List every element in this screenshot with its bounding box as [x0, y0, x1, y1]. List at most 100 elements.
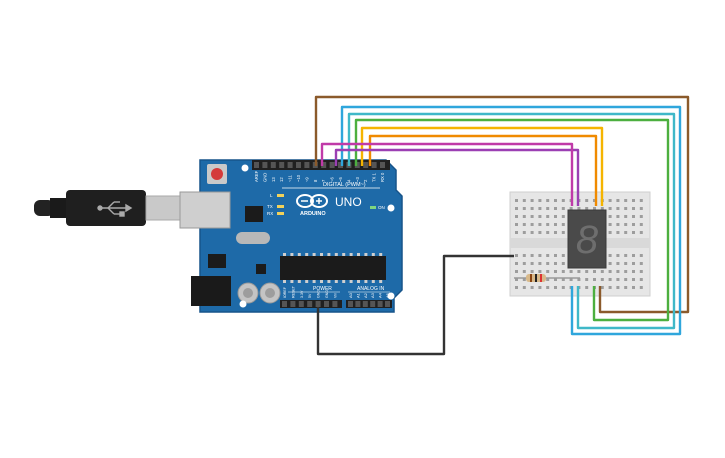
breadboard-hole[interactable]: [608, 215, 612, 218]
breadboard-hole[interactable]: [616, 215, 620, 218]
breadboard-hole[interactable]: [546, 231, 550, 234]
breadboard-hole[interactable]: [569, 278, 573, 281]
header-pin[interactable]: [296, 162, 301, 168]
breadboard-hole[interactable]: [585, 207, 589, 210]
wire[interactable]: [360, 126, 604, 206]
breadboard-hole[interactable]: [561, 270, 565, 273]
breadboard-hole[interactable]: [546, 215, 550, 218]
breadboard-hole[interactable]: [632, 231, 635, 234]
breadboard-hole[interactable]: [538, 231, 542, 234]
header-pin[interactable]: [304, 162, 310, 168]
wire[interactable]: [334, 148, 580, 206]
breadboard-hole[interactable]: [530, 254, 534, 257]
breadboard-hole[interactable]: [530, 199, 534, 202]
breadboard-hole[interactable]: [538, 262, 542, 265]
resistor[interactable]: [514, 274, 580, 282]
header-pin[interactable]: [355, 301, 361, 307]
breadboard-hole[interactable]: [561, 231, 565, 234]
breadboard-hole[interactable]: [538, 207, 542, 210]
wire[interactable]: [314, 95, 690, 314]
breadboard-hole[interactable]: [639, 262, 643, 265]
header-pin[interactable]: [332, 301, 338, 307]
breadboard-hole[interactable]: [632, 223, 635, 226]
header-pin[interactable]: [354, 162, 360, 168]
breadboard-hole[interactable]: [515, 215, 518, 218]
breadboard-hole[interactable]: [546, 270, 550, 273]
breadboard-hole[interactable]: [522, 262, 526, 265]
header-pin[interactable]: [385, 301, 390, 307]
header-pin[interactable]: [270, 162, 276, 168]
header-pin[interactable]: [254, 162, 259, 168]
breadboard-hole[interactable]: [522, 278, 526, 281]
breadboard-hole[interactable]: [585, 278, 589, 281]
breadboard-hole[interactable]: [639, 215, 643, 218]
breadboard-hole[interactable]: [624, 231, 628, 234]
breadboard-hole[interactable]: [593, 207, 596, 210]
breadboard-hole[interactable]: [554, 199, 557, 202]
wire[interactable]: [316, 254, 514, 356]
breadboard-hole[interactable]: [585, 286, 589, 289]
breadboard-hole[interactable]: [593, 199, 596, 202]
header-pin[interactable]: [377, 301, 383, 307]
breadboard-hole[interactable]: [546, 262, 550, 265]
header-pin[interactable]: [279, 162, 285, 168]
breadboard-hole[interactable]: [522, 270, 526, 273]
breadboard-hole[interactable]: [546, 199, 550, 202]
breadboard-hole[interactable]: [561, 278, 565, 281]
breadboard-hole[interactable]: [632, 207, 635, 210]
breadboard-hole[interactable]: [608, 270, 612, 273]
breadboard-hole[interactable]: [639, 199, 643, 202]
breadboard-hole[interactable]: [538, 270, 542, 273]
breadboard-hole[interactable]: [624, 278, 628, 281]
breadboard-hole[interactable]: [632, 278, 635, 281]
breadboard-hole[interactable]: [616, 262, 620, 265]
breadboard-hole[interactable]: [515, 223, 518, 226]
header-pin[interactable]: [371, 162, 377, 168]
breadboard-hole[interactable]: [616, 270, 620, 273]
breadboard-hole[interactable]: [538, 286, 542, 289]
header-pin[interactable]: [290, 301, 296, 307]
header-pin[interactable]: [338, 162, 343, 168]
header-pin[interactable]: [315, 301, 321, 307]
breadboard-hole[interactable]: [530, 270, 534, 273]
breadboard-hole[interactable]: [530, 223, 534, 226]
breadboard-hole[interactable]: [538, 254, 542, 257]
breadboard-hole[interactable]: [561, 207, 565, 210]
breadboard-hole[interactable]: [561, 199, 565, 202]
breadboard-hole[interactable]: [624, 262, 628, 265]
breadboard-hole[interactable]: [600, 286, 604, 289]
breadboard-hole[interactable]: [577, 278, 581, 281]
breadboard-hole[interactable]: [624, 254, 628, 257]
breadboard-hole[interactable]: [569, 270, 573, 273]
breadboard-hole[interactable]: [639, 254, 643, 257]
breadboard-hole[interactable]: [561, 262, 565, 265]
breadboard-hole[interactable]: [632, 215, 635, 218]
wire[interactable]: [340, 105, 682, 336]
usb-cable[interactable]: [34, 190, 183, 226]
breadboard-hole[interactable]: [632, 254, 635, 257]
breadboard-hole[interactable]: [561, 223, 565, 226]
breadboard-hole[interactable]: [577, 270, 581, 273]
breadboard-hole[interactable]: [515, 207, 518, 210]
breadboard-hole[interactable]: [632, 262, 635, 265]
breadboard-hole[interactable]: [616, 199, 620, 202]
breadboard-hole[interactable]: [554, 231, 557, 234]
breadboard-hole[interactable]: [639, 270, 643, 273]
breadboard-hole[interactable]: [522, 223, 526, 226]
header-pin[interactable]: [298, 301, 304, 307]
breadboard-hole[interactable]: [515, 262, 518, 265]
breadboard-hole[interactable]: [538, 223, 542, 226]
breadboard-hole[interactable]: [616, 207, 620, 210]
breadboard-hole[interactable]: [554, 278, 557, 281]
breadboard-hole[interactable]: [554, 262, 557, 265]
breadboard-hole[interactable]: [616, 223, 620, 226]
breadboard-hole[interactable]: [624, 223, 628, 226]
header-pin[interactable]: [321, 162, 327, 168]
breadboard-hole[interactable]: [616, 278, 620, 281]
breadboard-hole[interactable]: [593, 270, 596, 273]
breadboard-hole[interactable]: [530, 231, 534, 234]
wire[interactable]: [354, 118, 670, 322]
breadboard-hole[interactable]: [530, 215, 534, 218]
